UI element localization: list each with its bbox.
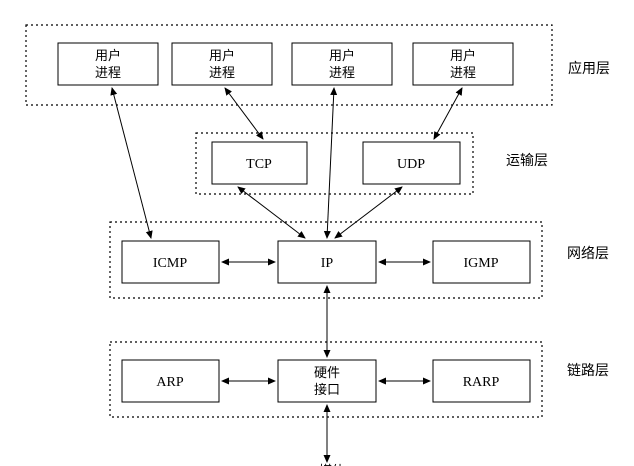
application-layer-frame	[25, 24, 553, 106]
svg-text:进程: 进程	[450, 66, 476, 81]
arrow-process2-tcp	[224, 87, 264, 140]
arp-box: ARP	[121, 359, 220, 403]
hardware-interface-box: 硬件 接口	[277, 359, 377, 403]
arrow-tcp-ip	[237, 186, 306, 239]
svg-text:UDP: UDP	[397, 157, 425, 172]
ip-box: IP	[277, 240, 377, 284]
link-layer-label: 链路层	[567, 363, 609, 379]
arrow-process4-udp	[433, 87, 463, 140]
user-process-box-1: 用户 进程	[57, 42, 159, 86]
igmp-box: IGMP	[432, 240, 531, 284]
arrow-udp-ip	[334, 186, 403, 239]
svg-text:用户: 用户	[209, 48, 235, 64]
svg-text:接口: 接口	[314, 382, 340, 398]
tcp-box: TCP	[211, 141, 308, 185]
svg-text:用户: 用户	[329, 48, 355, 64]
application-layer-label: 应用层	[568, 60, 610, 77]
user-process-box-3: 用户 进程	[291, 42, 393, 86]
rarp-box: RARP	[432, 359, 531, 403]
svg-text:IGMP: IGMP	[463, 256, 498, 271]
icmp-box: ICMP	[121, 240, 220, 284]
media-label: 媒体	[319, 464, 345, 466]
svg-text:用户: 用户	[450, 48, 476, 64]
arrow-process1-icmp	[110, 87, 153, 239]
svg-text:进程: 进程	[329, 66, 355, 81]
svg-text:IP: IP	[321, 256, 334, 271]
svg-text:ICMP: ICMP	[153, 256, 187, 271]
user-process-box-4: 用户 进程	[412, 42, 514, 86]
transport-layer-label: 运输层	[506, 153, 548, 169]
arrow-process3-ip	[323, 87, 338, 239]
svg-text:RARP: RARP	[463, 375, 500, 390]
svg-text:用户: 用户	[95, 48, 121, 64]
udp-box: UDP	[362, 141, 461, 185]
svg-text:ARP: ARP	[156, 375, 183, 390]
user-process-box-2: 用户 进程	[171, 42, 273, 86]
svg-text:TCP: TCP	[246, 157, 272, 172]
svg-text:硬件: 硬件	[314, 366, 340, 381]
svg-text:进程: 进程	[95, 66, 121, 81]
svg-text:进程: 进程	[209, 66, 235, 81]
network-layer-label: 网络层	[567, 246, 609, 262]
